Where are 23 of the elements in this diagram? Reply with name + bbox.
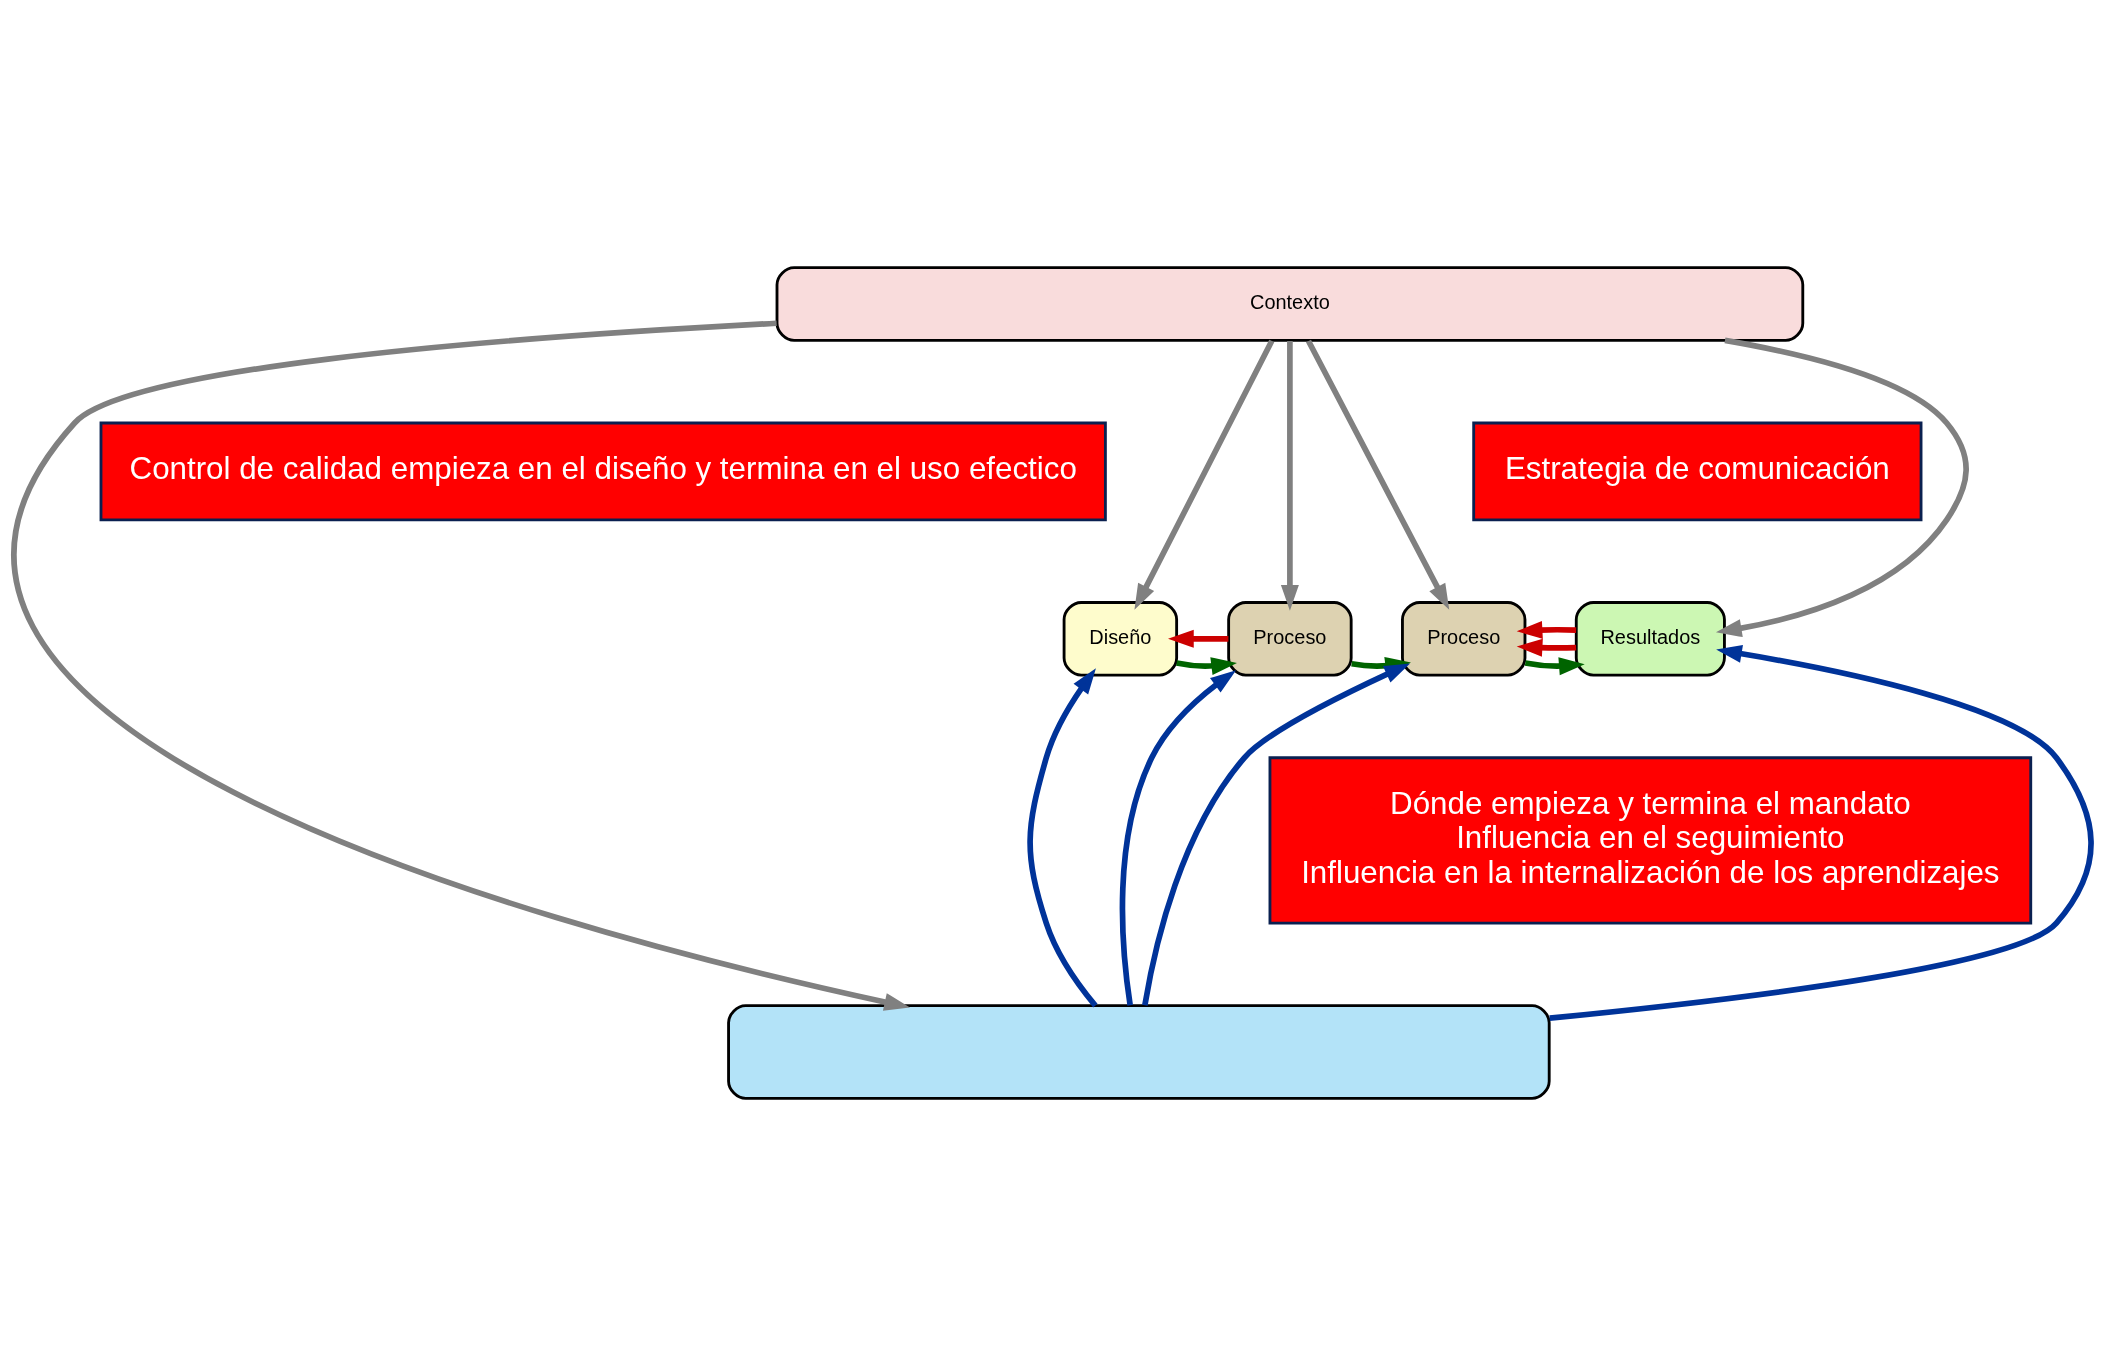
node-box: Resultados <box>1574 600 1726 677</box>
arrow <box>1119 669 1237 1006</box>
arrow <box>1516 638 1577 657</box>
node-box <box>727 1003 1551 1100</box>
node-box: Dónde empieza y termina el mandato Influencia en el seguimiento Influencia en la internalización de los aprendizajes <box>1268 755 2033 924</box>
arrow <box>1305 339 1450 610</box>
arrow <box>1516 620 1577 639</box>
arrow <box>1027 667 1098 1007</box>
arrow <box>12 319 910 1011</box>
arrow <box>1524 656 1585 675</box>
node-box: Contexto <box>775 265 1805 342</box>
arrow <box>1142 663 1411 1006</box>
arrow <box>1134 339 1275 610</box>
node-box: Diseño <box>1062 600 1179 677</box>
node-box: Proceso <box>1227 600 1353 677</box>
arrow <box>1715 337 1969 637</box>
arrow <box>1176 656 1237 675</box>
arrow <box>1168 629 1229 648</box>
arrow <box>1549 644 2094 1021</box>
node-box: Estrategia de comunicación <box>1472 421 1923 521</box>
node-box: Control de calidad empieza en el diseño y termina en el uso efectico <box>99 421 1107 521</box>
node-box: Proceso <box>1401 600 1527 677</box>
arrow <box>1280 340 1299 611</box>
